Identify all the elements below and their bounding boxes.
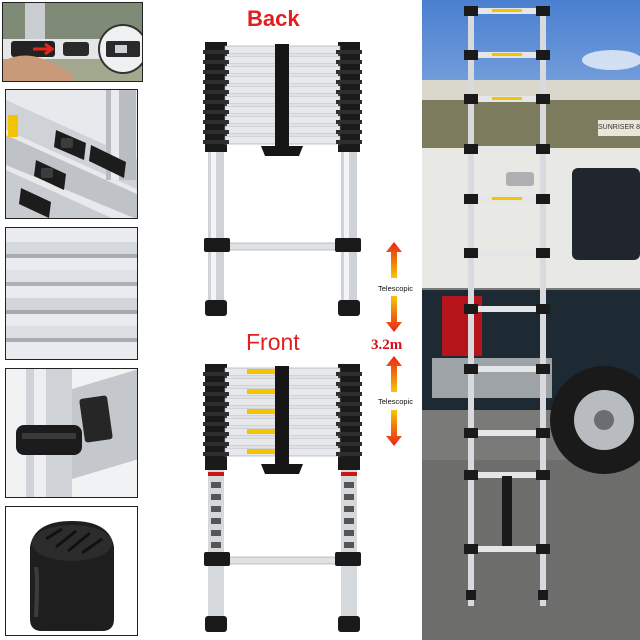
front-ladder-top-stack bbox=[203, 364, 362, 474]
extended-ladder-truck-photo: SUNRISER 8 bbox=[422, 0, 640, 640]
back-ladder-top-stack bbox=[203, 42, 362, 156]
thumb-lock-hinge bbox=[5, 89, 138, 219]
rubber-foot-photo bbox=[6, 507, 137, 635]
extended-height-label: 3.2m bbox=[371, 337, 403, 353]
telescopic-down-arrow-icon-2 bbox=[386, 410, 402, 446]
thumb-rung-profile bbox=[5, 227, 138, 360]
camper-brand-sign: SUNRISER 8 bbox=[598, 124, 640, 131]
telescopic-up-arrow-icon bbox=[386, 242, 402, 278]
strap-clip-photo bbox=[6, 369, 137, 497]
thumb-hand-press bbox=[2, 2, 143, 82]
lock-hinge-photo bbox=[6, 90, 137, 218]
back-ladder-illustration bbox=[203, 42, 362, 316]
telescopic-down-arrow-icon bbox=[386, 296, 402, 332]
thumb-strap-clip bbox=[5, 368, 138, 498]
back-title: Back bbox=[247, 6, 300, 31]
hand-press-photo bbox=[3, 3, 142, 81]
telescopic-up-arrow-icon-2 bbox=[386, 356, 402, 392]
thumb-rubber-foot bbox=[5, 506, 138, 636]
rung-profile-photo bbox=[6, 228, 137, 359]
telescopic-label-lower: Telescopic bbox=[378, 397, 414, 406]
front-ladder-illustration bbox=[203, 364, 362, 632]
front-title: Front bbox=[246, 329, 300, 355]
telescopic-label-upper: Telescopic bbox=[378, 284, 414, 293]
